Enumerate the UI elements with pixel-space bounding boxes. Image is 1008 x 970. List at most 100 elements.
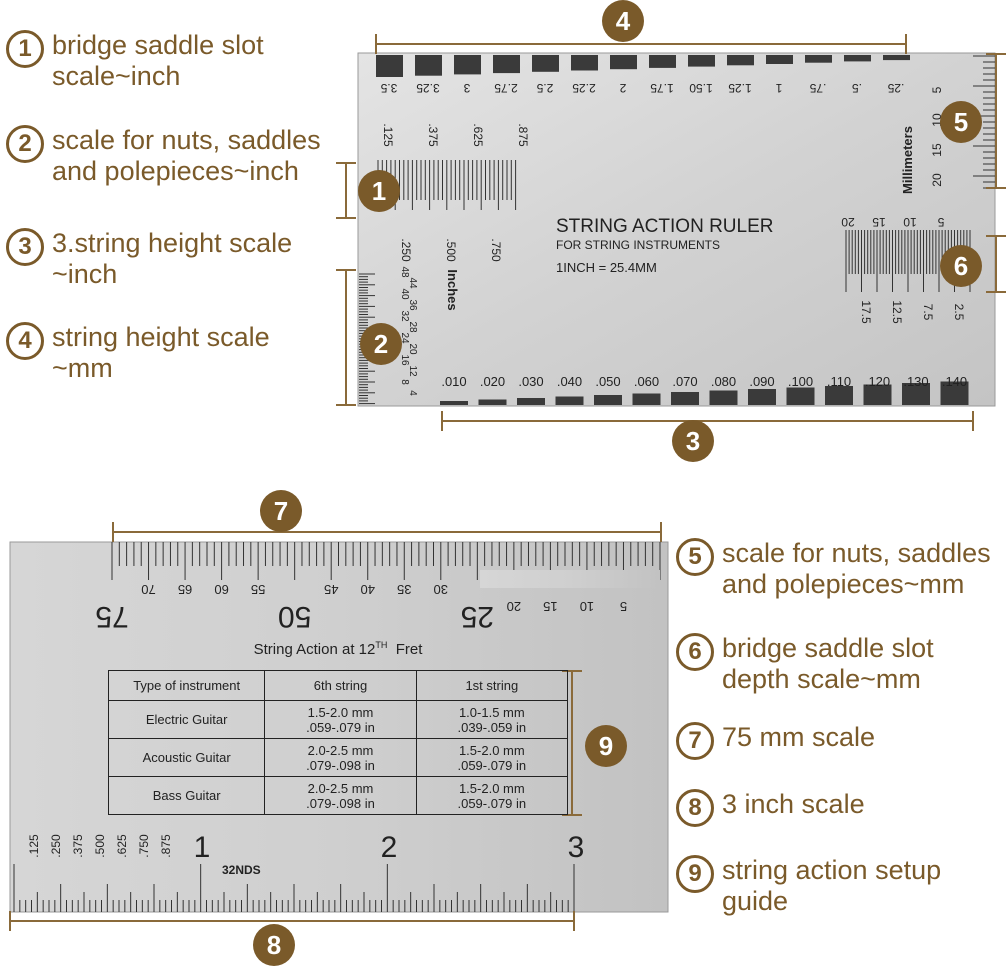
marker-8: 8 xyxy=(253,924,295,966)
mm-small-label: 35 xyxy=(397,582,411,597)
guide-value: .079-.098 in xyxy=(306,757,375,773)
top-step-block xyxy=(610,55,637,70)
guide-value: .059-.079 in xyxy=(457,795,527,811)
guide-value: .059-.079 in xyxy=(306,719,375,735)
inch-fraction-label: .375 xyxy=(71,834,85,858)
top-step-label: 3.25 xyxy=(416,81,440,95)
legend-text-1: bridge saddle slot scale~inch xyxy=(52,30,264,91)
guide-header-1: 6th string xyxy=(264,670,417,701)
guide-header-2: 1st string xyxy=(415,670,569,701)
mm-big-label: 25 xyxy=(461,600,494,633)
top-step-block xyxy=(766,55,793,64)
guide-value: .039-.059 in xyxy=(457,719,527,735)
mm-scale-label: 20 xyxy=(930,173,944,187)
bottom-step-block xyxy=(517,398,545,405)
top-step-block xyxy=(649,55,676,68)
mm-ruler-notch xyxy=(480,570,660,588)
mm-small-label: 5 xyxy=(620,599,627,614)
legend-text-8: 3 inch scale xyxy=(722,789,865,819)
bottom-step-label: .070 xyxy=(672,374,697,389)
guide-title: String Action at 12TH Fret xyxy=(253,640,423,658)
nut-scale-label: 28 xyxy=(407,321,418,333)
top-step-block xyxy=(883,55,910,61)
top-step-label: 3.5 xyxy=(380,81,397,95)
nut-scale-label: 44 xyxy=(407,277,418,289)
top-step-label: 2 xyxy=(619,81,626,95)
slot-upper-label: .625 xyxy=(471,123,485,147)
bottom-step-label: .090 xyxy=(749,374,774,389)
bottom-step-label: .010 xyxy=(441,374,466,389)
bottom-step-label: .110 xyxy=(827,374,851,389)
legend-number-6: 6 xyxy=(676,633,714,671)
top-step-label: 2.25 xyxy=(572,81,596,95)
depth-lower-label: 2.5 xyxy=(952,304,966,321)
legend-number-9: 9 xyxy=(676,855,714,893)
mm-small-label: 55 xyxy=(251,582,265,597)
top-step-block xyxy=(454,55,481,75)
legend-text-7: 75 mm scale xyxy=(722,722,876,752)
mm-small-label: 15 xyxy=(543,599,557,614)
nut-scale-label: 16 xyxy=(399,354,410,366)
top-step-label: 3 xyxy=(463,81,470,95)
guide-value: 2.0-2.5 mm xyxy=(307,780,374,796)
marker-9: 9 xyxy=(585,725,627,767)
bottom-step-block xyxy=(671,392,699,405)
bottom-step-label: .140 xyxy=(942,374,967,389)
bottom-step-label: .100 xyxy=(788,374,813,389)
depth-lower-label: 12.5 xyxy=(890,300,904,324)
inches-label: Inches xyxy=(445,269,460,310)
legend-number-5: 5 xyxy=(676,538,714,576)
bottom-step-block xyxy=(902,383,930,405)
mm-small-label: 60 xyxy=(214,582,228,597)
bottom-step-block xyxy=(748,389,776,405)
slot-lower-label: .750 xyxy=(489,238,503,262)
legend-number-2: 2 xyxy=(6,125,44,163)
guide-value: 1.5-2.0 mm xyxy=(458,780,525,796)
bottom-step-label: .120 xyxy=(865,374,890,389)
mm-big-label: 75 xyxy=(95,600,128,633)
guide-sixth-string: 1.5-2.0 mm.059-.079 in xyxy=(264,700,417,739)
depth-lower-label: 7.5 xyxy=(921,304,935,321)
guide-value: 1.0-1.5 mm xyxy=(458,704,525,720)
inch-fraction-label: .125 xyxy=(27,834,41,858)
depth-upper-label: 10 xyxy=(903,215,917,229)
marker-6: 6 xyxy=(940,245,982,287)
top-step-label: 2.75 xyxy=(494,81,518,95)
legend-number-4: 4 xyxy=(6,322,44,360)
marker-4: 4 xyxy=(602,0,644,42)
top-step-label: .25 xyxy=(887,81,904,95)
mm-scale-label: 5 xyxy=(930,86,944,93)
top-step-block xyxy=(805,55,832,63)
bottom-step-block xyxy=(709,390,738,405)
bottom-step-label: .060 xyxy=(634,374,659,389)
bottom-step-label: .020 xyxy=(480,374,505,389)
top-step-block xyxy=(415,55,442,76)
legend-text-3: 3.string height scale ~inch xyxy=(52,228,293,289)
top-step-block xyxy=(532,55,559,72)
depth-upper-label: 20 xyxy=(841,215,855,229)
guide-sixth-string: 2.0-2.5 mm.079-.098 in xyxy=(264,738,417,777)
guide-first-string: 1.5-2.0 mm.059-.079 in xyxy=(415,776,569,815)
mm-small-label: 70 xyxy=(141,582,155,597)
guide-sixth-string: 2.0-2.5 mm.079-.098 in xyxy=(264,776,417,815)
top-step-label: .75 xyxy=(809,81,826,95)
marker-5: 5 xyxy=(940,101,982,143)
inch-big-label: 1 xyxy=(194,831,211,864)
inch-fraction-label: .875 xyxy=(159,834,173,858)
guide-value: 2.0-2.5 mm xyxy=(307,742,374,758)
guide-header-0: Type of instrument xyxy=(107,670,266,701)
legend-text-5: scale for nuts, saddles and polepieces~m… xyxy=(722,538,991,599)
top-step-block xyxy=(493,55,520,74)
millimeters-label: Millimeters xyxy=(900,126,915,194)
top-step-block xyxy=(844,55,871,62)
